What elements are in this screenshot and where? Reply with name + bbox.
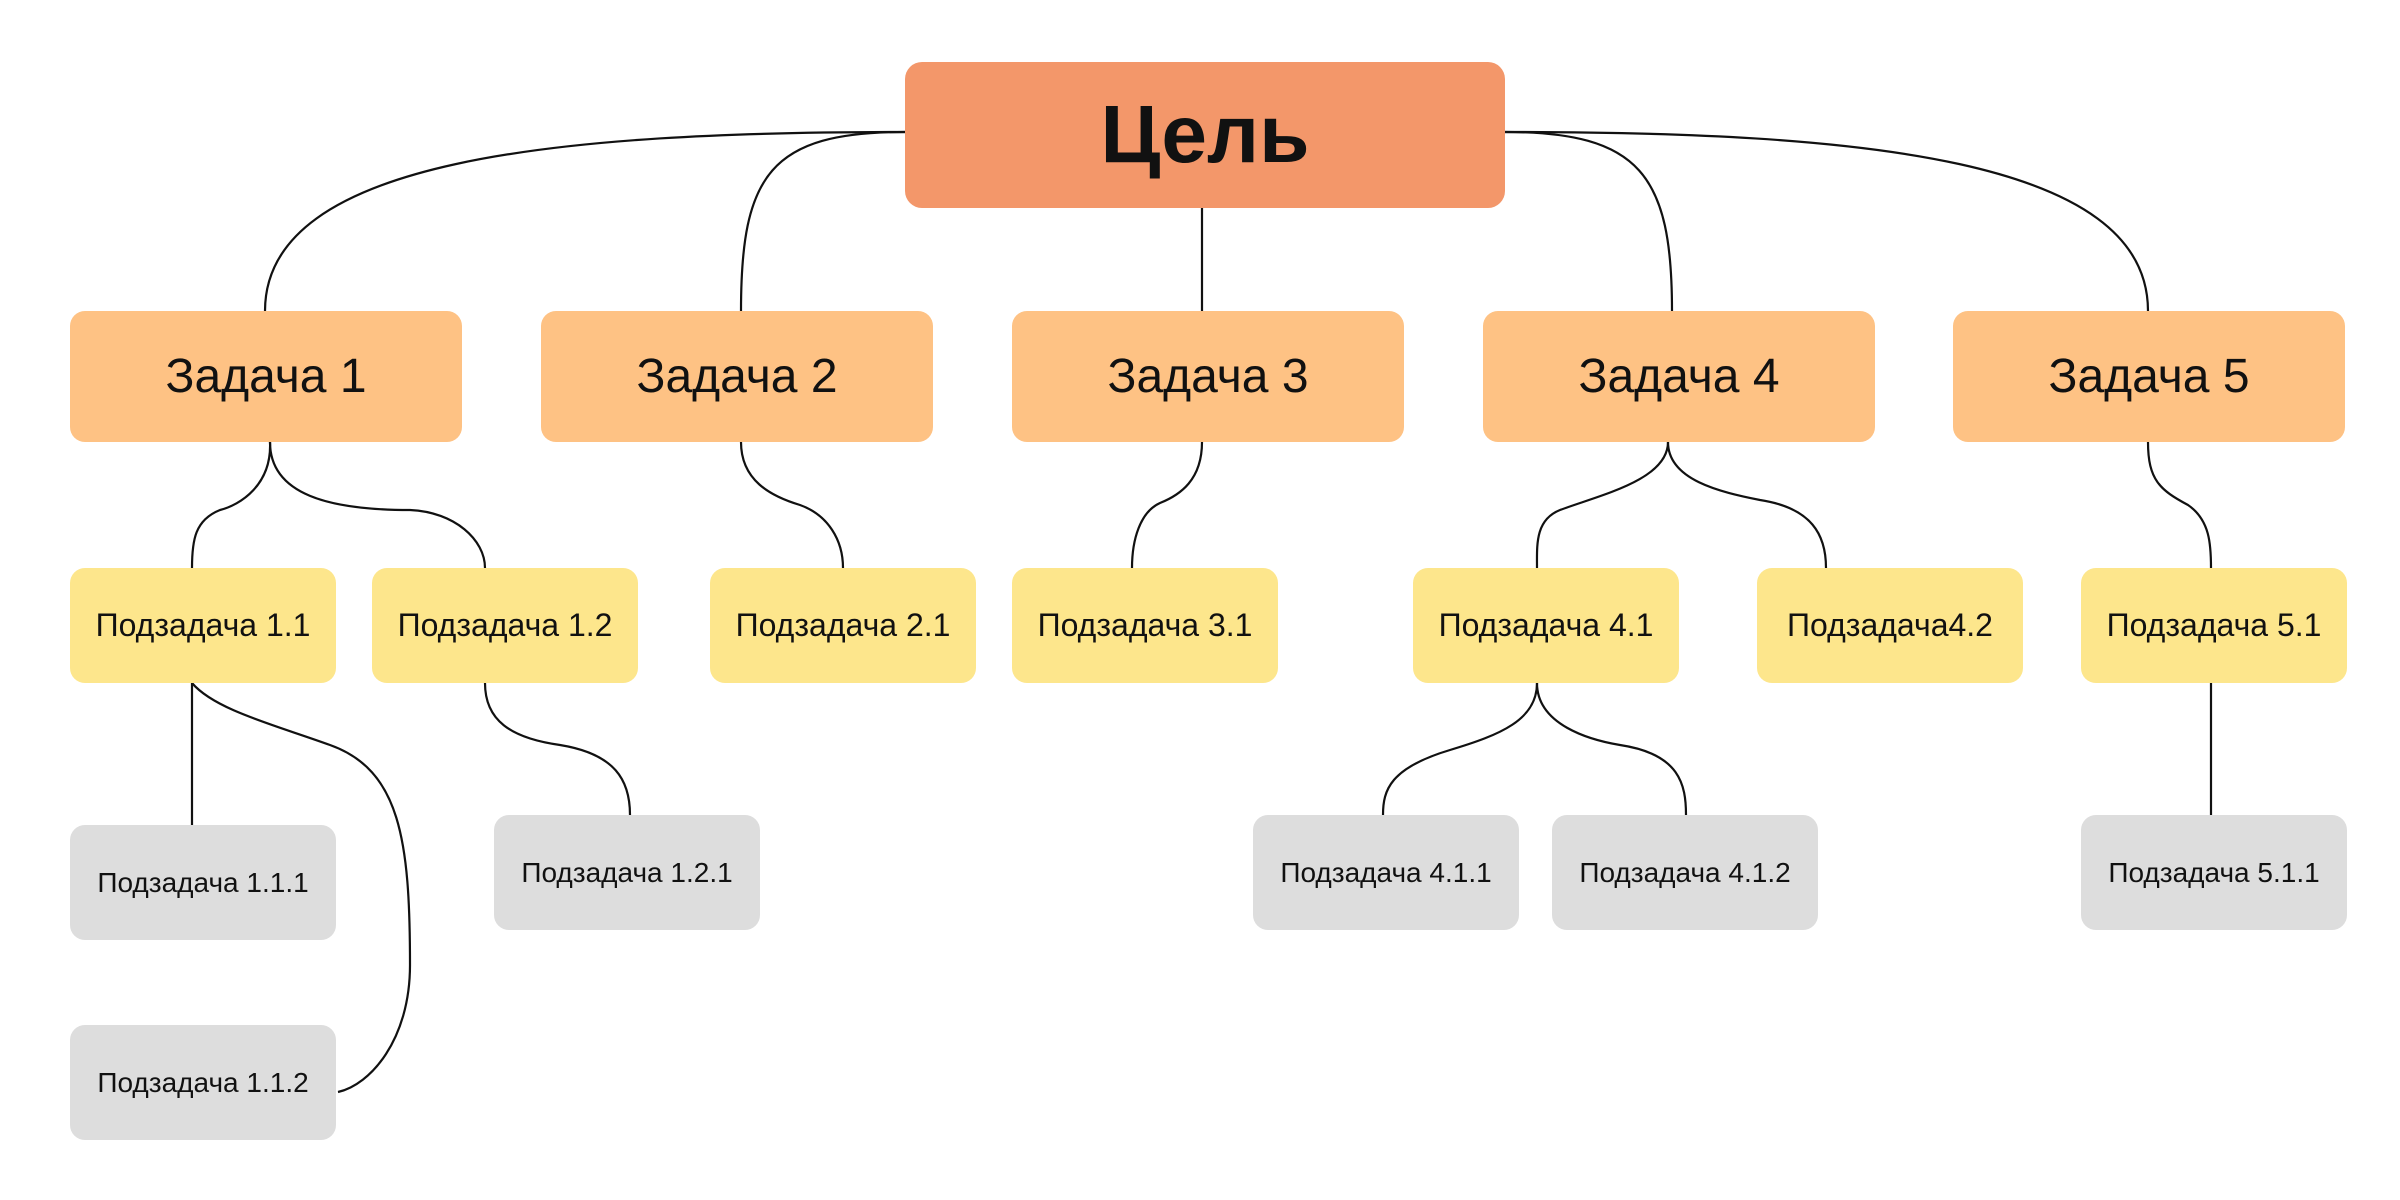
goal-node[interactable]: Цель [905,62,1505,208]
connector-task-2-sub-2-1 [739,441,845,569]
connector-task-5-sub-5-1 [2146,441,2213,569]
goal-label: Цель [1100,89,1310,180]
subtask-node-2-1[interactable]: Подзадача 2.1 [710,568,976,683]
subtask-label: Подзадача 1.2 [397,607,613,643]
task-label: Задача 1 [165,350,367,403]
subtask-node-4-2[interactable]: Подзадача4.2 [1757,568,2023,683]
subsubtask-label: Подзадача 4.1.2 [1579,856,1791,888]
subsubtask-node-4-1-2[interactable]: Подзадача 4.1.2 [1552,815,1818,930]
task-node-5[interactable]: Задача 5 [1953,311,2345,442]
subtask-label: Подзадача 2.1 [735,607,951,643]
subsubtask-node-4-1-1[interactable]: Подзадача 4.1.1 [1253,815,1519,930]
connector-goal-task-2 [739,130,906,312]
subtask-node-1-2[interactable]: Подзадача 1.2 [372,568,638,683]
subtask-node-4-1[interactable]: Подзадача 4.1 [1413,568,1679,683]
task-node-1[interactable]: Задача 1 [70,311,462,442]
subtask-node-5-1[interactable]: Подзадача 5.1 [2081,568,2347,683]
subtask-label: Подзадача 1.1 [95,607,311,643]
subsubtask-node-5-1-1[interactable]: Подзадача 5.1.1 [2081,815,2347,930]
subtask-label: Подзадача 4.1 [1438,607,1654,643]
task-node-3[interactable]: Задача 3 [1012,311,1404,442]
connector-goal-task-4 [1504,130,1674,312]
task-label: Задача 3 [1107,350,1309,403]
connector-task-4-sub-4-1 [1535,441,1670,569]
connector-task-4-sub-4-2 [1666,441,1828,569]
subsubtask-label: Подзадача 1.2.1 [521,856,733,888]
connector-task-1-sub-1-2 [268,441,487,569]
subtask-node-3-1[interactable]: Подзадача 3.1 [1012,568,1278,683]
subsubtask-label: Подзадача 5.1.1 [2108,856,2320,888]
connector-sub-4-1-subsub-4-1-2 [1535,682,1688,816]
subsubtask-label: Подзадача 4.1.1 [1280,856,1492,888]
connector-goal-task-1 [263,130,906,312]
subsubtask-label: Подзадача 1.1.2 [97,1066,309,1098]
subsubtask-label: Подзадача 1.1.1 [97,866,309,898]
subtask-label: Подзадача 3.1 [1037,607,1253,643]
subtask-node-1-1[interactable]: Подзадача 1.1 [70,568,336,683]
connector-sub-1-2-subsub-1-2-1 [483,682,632,816]
task-label: Задача 4 [1578,350,1780,403]
connector-goal-task-5 [1504,130,2150,312]
connector-task-1-sub-1-1 [190,441,272,569]
task-node-4[interactable]: Задача 4 [1483,311,1875,442]
task-label: Задача 2 [636,350,838,403]
task-node-2[interactable]: Задача 2 [541,311,933,442]
connector-task-3-sub-3-1 [1130,441,1204,569]
connector-sub-1-1-subsub-1-1-2 [191,682,412,1094]
task-label: Задача 5 [2048,350,2250,403]
subsubtask-node-1-1-1[interactable]: Подзадача 1.1.1 [70,825,336,940]
subtask-label: Подзадача 5.1 [2106,607,2322,643]
subsubtask-node-1-1-2[interactable]: Подзадача 1.1.2 [70,1025,336,1140]
connector-sub-4-1-subsub-4-1-1 [1381,682,1539,816]
subtask-label: Подзадача4.2 [1787,607,1993,643]
subsubtask-node-1-2-1[interactable]: Подзадача 1.2.1 [494,815,760,930]
